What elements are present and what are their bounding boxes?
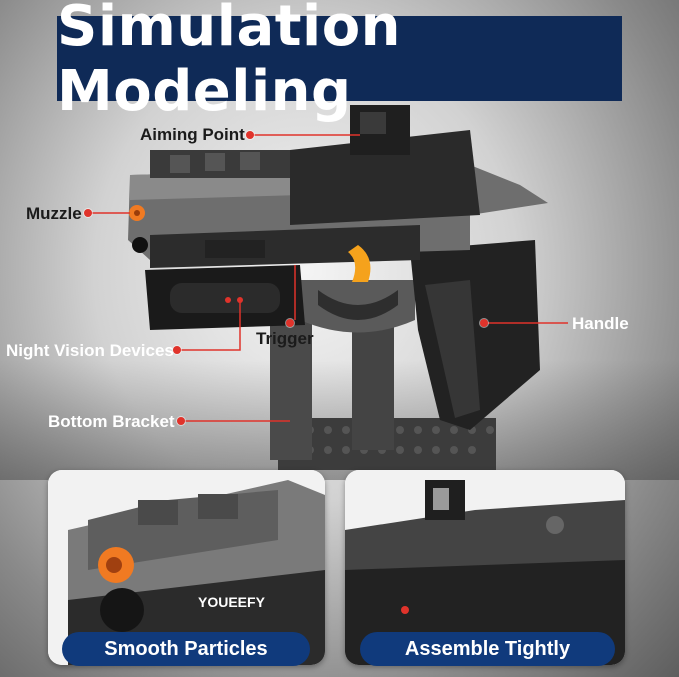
caption-smooth-particles: Smooth Particles <box>62 632 310 666</box>
trigger-marker-dot <box>286 319 294 327</box>
label-handle: Handle <box>572 314 629 333</box>
label-trigger: Trigger <box>256 329 314 348</box>
page-title: Simulation Modeling <box>57 0 402 124</box>
bottom-bracket-marker-dot <box>177 417 185 425</box>
label-aiming-point: Aiming Point <box>140 125 245 144</box>
muzzle-marker-dot <box>84 209 92 217</box>
brand-mark-left: YOUEEFY <box>198 594 265 610</box>
label-bottom-bracket: Bottom Bracket <box>48 412 175 431</box>
label-muzzle: Muzzle <box>26 204 82 223</box>
caption-assemble-tightly: Assemble Tightly <box>360 632 615 666</box>
night-vision-marker-dot <box>173 346 181 354</box>
title-banner: Simulation Modeling <box>57 0 622 124</box>
label-night-vision-devices: Night Vision Devices <box>6 341 174 360</box>
handle-marker-dot <box>480 319 488 327</box>
aiming-point-marker-dot <box>246 131 254 139</box>
